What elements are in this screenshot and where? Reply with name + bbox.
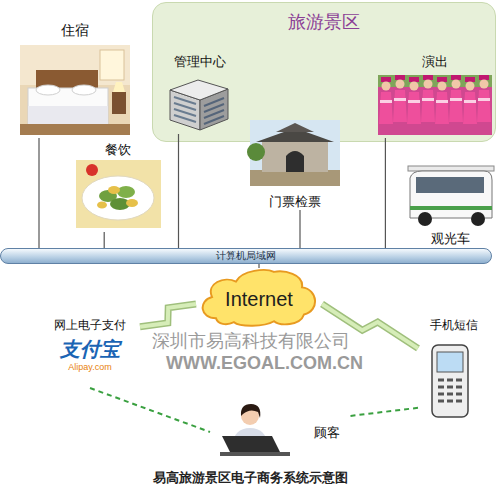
- customer-figure-part: [241, 404, 260, 418]
- network-wire: [258, 264, 259, 268]
- tour-bus-icon-part: [416, 177, 484, 193]
- customer-figure-part: [222, 436, 280, 452]
- food-photo-part: [126, 199, 138, 207]
- tour-bus-icon: [408, 166, 494, 226]
- hotel-photo-part: [113, 82, 125, 92]
- phone-icon-part: [437, 352, 463, 372]
- food-photo-part: [117, 186, 135, 198]
- building-icon-part: [204, 98, 224, 124]
- hotel-photo-part: [100, 50, 124, 80]
- hotel-photo-part: [72, 85, 96, 95]
- performance-photo-part: [378, 75, 492, 135]
- dining-node: 餐饮: [72, 140, 164, 232]
- node-label: 观光车: [431, 231, 470, 247]
- node-label: 演出: [422, 54, 448, 70]
- hotel-photo: [20, 45, 130, 135]
- tour-bus-icon-part: [418, 212, 432, 226]
- gate-photo-part: [250, 170, 340, 186]
- performance-photo-part: [421, 75, 435, 122]
- logo-text: 支付宝: [60, 337, 120, 362]
- performance-photo-part: [407, 77, 421, 124]
- performance-photo-part: [463, 77, 477, 124]
- node-label: 餐饮: [105, 142, 131, 158]
- hotel-photo-part: [20, 45, 130, 135]
- customer-figure: [220, 404, 290, 456]
- network-wire: [178, 134, 179, 248]
- cloud-outline: [203, 270, 315, 326]
- hotel-photo-part: [36, 85, 60, 95]
- wireless-link: [140, 304, 196, 327]
- node-label: 旅游景区: [288, 11, 360, 34]
- customer-node: 顾客: [210, 400, 350, 464]
- node-label: 顾客: [314, 425, 340, 441]
- building-icon-part: [174, 97, 196, 122]
- hotel-node: 住宿: [15, 20, 135, 138]
- ticket-gate-node: 门票检票: [245, 118, 345, 210]
- network-wire: [299, 210, 300, 248]
- tour-bus-icon-part: [471, 212, 485, 226]
- network-wire: [385, 138, 386, 248]
- node-label: 管理中心: [174, 54, 226, 70]
- node-label: 住宿: [61, 22, 89, 40]
- watermark-url: WWW.EGOAL.COM.CN: [166, 353, 363, 375]
- gate-photo-part: [286, 151, 304, 172]
- gate-photo-part: [262, 140, 328, 172]
- sms-node: 手机短信: [418, 316, 490, 424]
- performance-photo-part: [379, 77, 393, 124]
- internet-cloud: Internet: [196, 268, 322, 328]
- performance-photo-part: [477, 75, 491, 122]
- gate-photo: [247, 120, 340, 186]
- node-label: 计算机局域网: [216, 249, 276, 263]
- node-label: 网上电子支付: [54, 318, 126, 333]
- tour-bus-icon-part: [410, 206, 492, 210]
- lan-bar: 计算机局域网: [0, 248, 492, 264]
- food-photo-part: [97, 202, 107, 209]
- hotel-photo-part: [20, 124, 130, 135]
- customer-figure-part: [220, 452, 290, 456]
- network-wire: [104, 232, 105, 248]
- lightning-fill: [140, 304, 196, 327]
- watermark-text: 深圳市易高科技有限公司: [152, 330, 350, 352]
- phone-icon: [432, 345, 468, 417]
- food-photo-part: [82, 176, 154, 220]
- tour-bus-icon-part: [410, 171, 492, 218]
- hotel-photo-part: [112, 92, 126, 114]
- gate-photo-part: [247, 143, 265, 161]
- alipay-node: 网上电子支付支付宝Alipay.com: [40, 316, 140, 388]
- food-photo-part: [76, 160, 161, 228]
- phone-icon-part: [438, 380, 462, 401]
- logo-text: Alipay.com: [68, 362, 111, 373]
- dashed-link: [350, 408, 418, 416]
- performance-photo-part: [435, 77, 449, 124]
- node-label: 门票检票: [269, 194, 321, 210]
- performance-photo-part: [449, 75, 463, 122]
- network-wire: [38, 138, 39, 248]
- tour-bus-icon-part: [408, 166, 494, 171]
- lightning-outline: [140, 304, 196, 327]
- node-label: 手机短信: [430, 318, 478, 333]
- dashed-link: [90, 388, 210, 432]
- gate-photo-part: [276, 123, 314, 132]
- node-label: Internet: [225, 287, 293, 312]
- tour-bus-node: 观光车: [402, 165, 498, 247]
- food-photo: [76, 160, 161, 228]
- hotel-photo-part: [28, 106, 108, 124]
- phone-icon-part: [432, 345, 468, 417]
- food-photo-part: [86, 164, 98, 176]
- diagram-caption: 易高旅游景区电子商务系统示意图: [0, 470, 500, 486]
- food-photo-part: [108, 186, 120, 194]
- building-icon: [170, 80, 228, 130]
- performance-photo-part: [393, 75, 407, 122]
- performance-photo: [378, 75, 492, 135]
